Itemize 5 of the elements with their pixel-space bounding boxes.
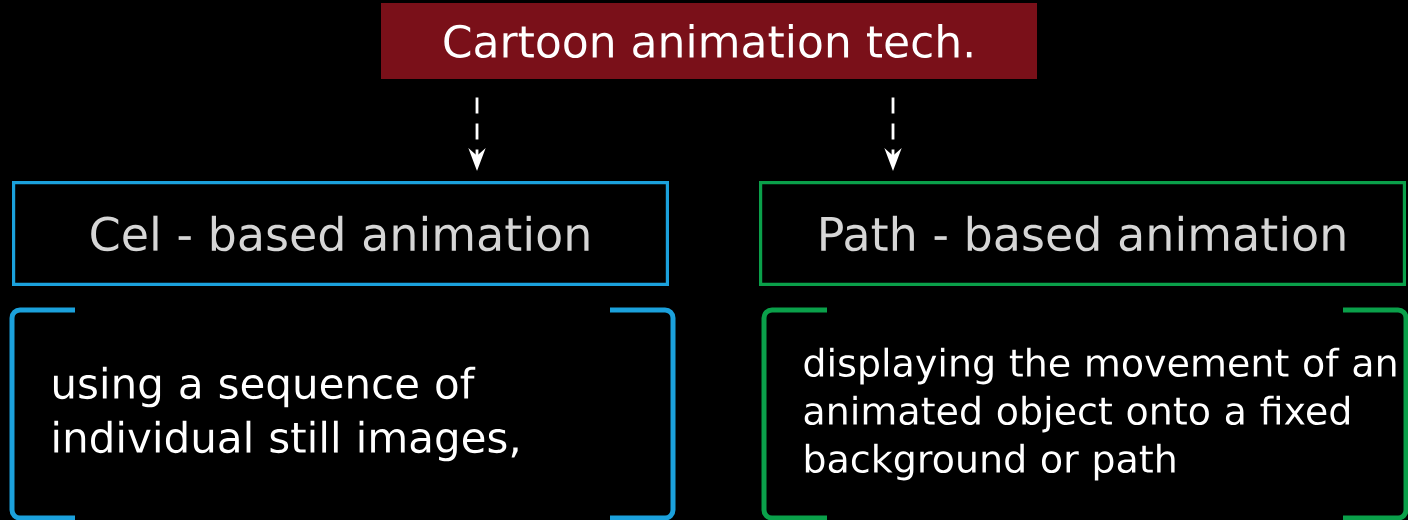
title-box: Cartoon animation tech. [381,3,1037,79]
category-box: Path - based animation [759,181,1406,286]
bracketed-description: displaying the movement of an animated object onto a fixed background or path [761,307,1408,520]
category-box: Cel - based animation [12,181,669,286]
bracketed-description: using a sequence of individual still images, [9,307,676,520]
